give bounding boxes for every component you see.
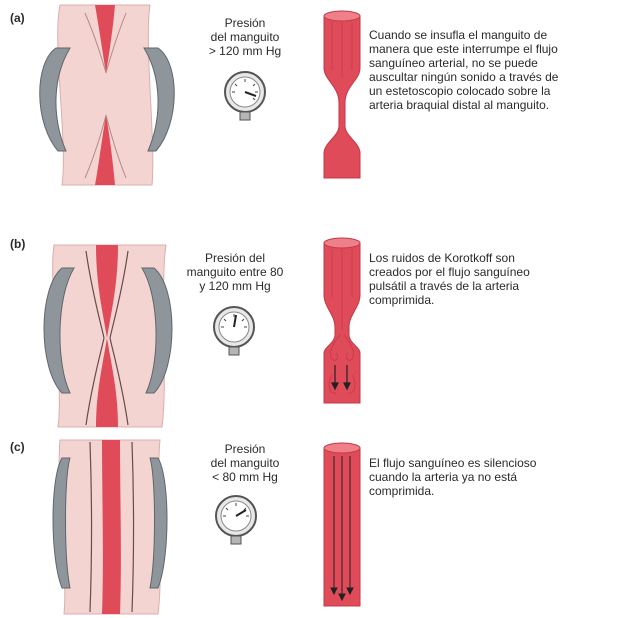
pressure-gauge-icon <box>223 70 267 122</box>
panel-c-caption: El flujo sanguíneo es silencioso cuando … <box>369 456 614 498</box>
artery-occluded-diagram <box>320 8 364 183</box>
panel-b: (b) Presión del manguito entre 80 y 120 … <box>0 225 623 415</box>
panel-label: (a) <box>10 11 25 25</box>
cuff-pressure-label: Presión del manguito entre 80 y 120 mm H… <box>160 251 310 293</box>
arm-cross-section-illustration <box>40 3 190 193</box>
pressure-gauge-icon <box>212 305 256 357</box>
panel-c: (c) Presión del manguito < 80 mm Hg <box>0 430 623 610</box>
artery-turbulent-flow-diagram <box>320 235 364 410</box>
panel-label: (b) <box>10 237 25 251</box>
cuff-pressure-label: Presión del manguito > 120 mm Hg <box>170 16 320 58</box>
cuff-pressure-label: Presión del manguito < 80 mm Hg <box>170 442 320 484</box>
arm-cross-section-illustration <box>40 438 190 618</box>
panel-b-caption: Los ruidos de Korotkoff son creados por … <box>369 251 614 307</box>
artery-laminar-flow-diagram <box>320 440 364 610</box>
artery-open <box>102 440 121 614</box>
pressure-gauge-icon <box>214 494 258 546</box>
panel-label: (c) <box>10 440 25 454</box>
panel-a: (a) Presión del manguito > 120 mm Hg Cua… <box>0 0 623 200</box>
panel-a-caption: Cuando se insufla el manguito de manera … <box>369 28 614 112</box>
